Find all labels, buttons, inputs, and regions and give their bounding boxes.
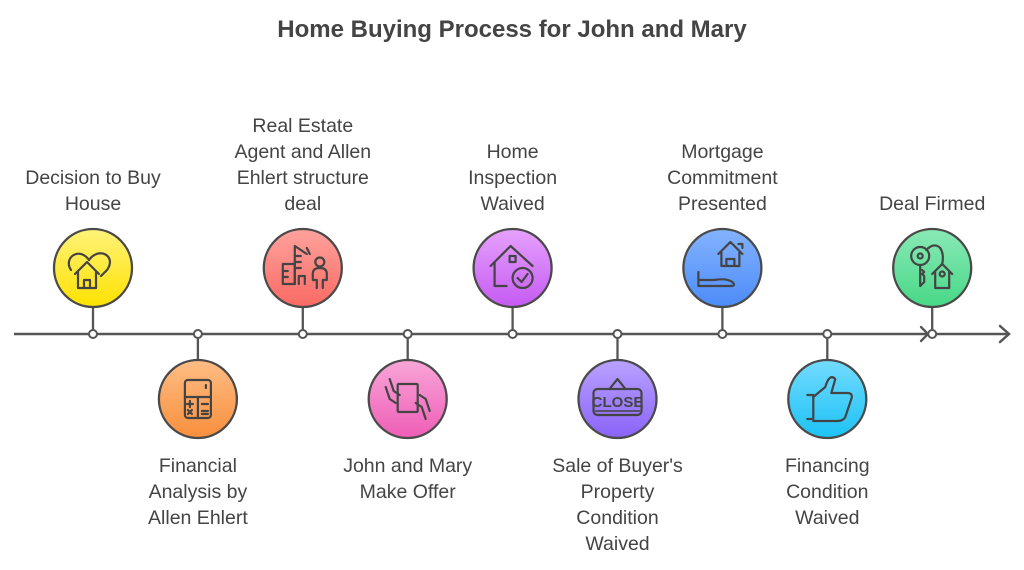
building-agent-icon xyxy=(281,244,328,290)
key-house-icon xyxy=(910,244,954,290)
event-label-line: Presented xyxy=(678,193,767,215)
thumbs-up-icon xyxy=(806,376,853,423)
event-dot xyxy=(297,329,308,339)
event-circle xyxy=(787,358,868,440)
event-label-line: Decision to Buy xyxy=(25,167,161,189)
event-label-line: Sale of Buyer's xyxy=(552,455,683,477)
calculator-icon xyxy=(183,378,212,420)
event-circle xyxy=(682,227,763,309)
event-label-line: Home xyxy=(487,141,539,163)
event-dot xyxy=(88,329,98,339)
event-label-line: Waived xyxy=(795,507,859,529)
event-dot xyxy=(192,329,203,339)
house-check-icon xyxy=(489,244,534,290)
event-dot xyxy=(402,329,413,339)
event-dot xyxy=(612,329,623,339)
event-label-line: Condition xyxy=(786,481,868,503)
event-label-line: Inspection xyxy=(468,167,557,189)
heart-house-icon xyxy=(67,252,111,290)
timeline-event: Deal Firmed xyxy=(879,193,985,339)
event-circle xyxy=(367,358,448,440)
timeline-event: CLOSE Sale of Buyer'sPropertyConditionWai… xyxy=(552,329,683,555)
event-label-line: Deal Firmed xyxy=(879,193,985,215)
event-label-line: Waived xyxy=(480,193,544,215)
hands-document-icon xyxy=(384,377,431,421)
event-dot xyxy=(927,329,938,339)
event-label-line: Ehlert structure xyxy=(237,167,369,189)
event-circle xyxy=(892,227,973,309)
diagram-title: Home Buying Process for John and Mary xyxy=(277,16,747,43)
event-label-line: Commitment xyxy=(667,167,778,189)
event-dot xyxy=(507,329,518,339)
event-dot xyxy=(822,329,833,339)
event-label-line: House xyxy=(65,193,121,215)
event-label-line: Financial xyxy=(159,455,237,477)
event-label-line: Condition xyxy=(576,507,658,529)
axis-arrow-icon xyxy=(998,324,1011,344)
event-label-line: Agent and Allen xyxy=(234,141,371,163)
event-label-line: Mortgage xyxy=(681,141,763,163)
event-label-line: Financing xyxy=(785,455,870,477)
event-label-line: Waived xyxy=(585,533,649,555)
event-label-line: deal xyxy=(284,193,321,215)
event-circle xyxy=(262,227,343,309)
event-dot xyxy=(717,329,728,339)
event-label-line: John and Mary xyxy=(343,455,472,477)
close-sign-icon: CLOSE xyxy=(592,377,644,417)
event-label-line: Real Estate xyxy=(252,115,353,137)
event-label-line: Property xyxy=(581,481,655,503)
event-label-line: Analysis by xyxy=(149,481,248,503)
event-label-line: Make Offer xyxy=(360,481,457,503)
event-circle xyxy=(577,358,658,440)
event-label-line: Allen Ehlert xyxy=(148,507,248,529)
svg-text:CLOSE: CLOSE xyxy=(592,394,644,411)
event-circle xyxy=(472,227,553,309)
hand-house-icon xyxy=(697,240,744,288)
